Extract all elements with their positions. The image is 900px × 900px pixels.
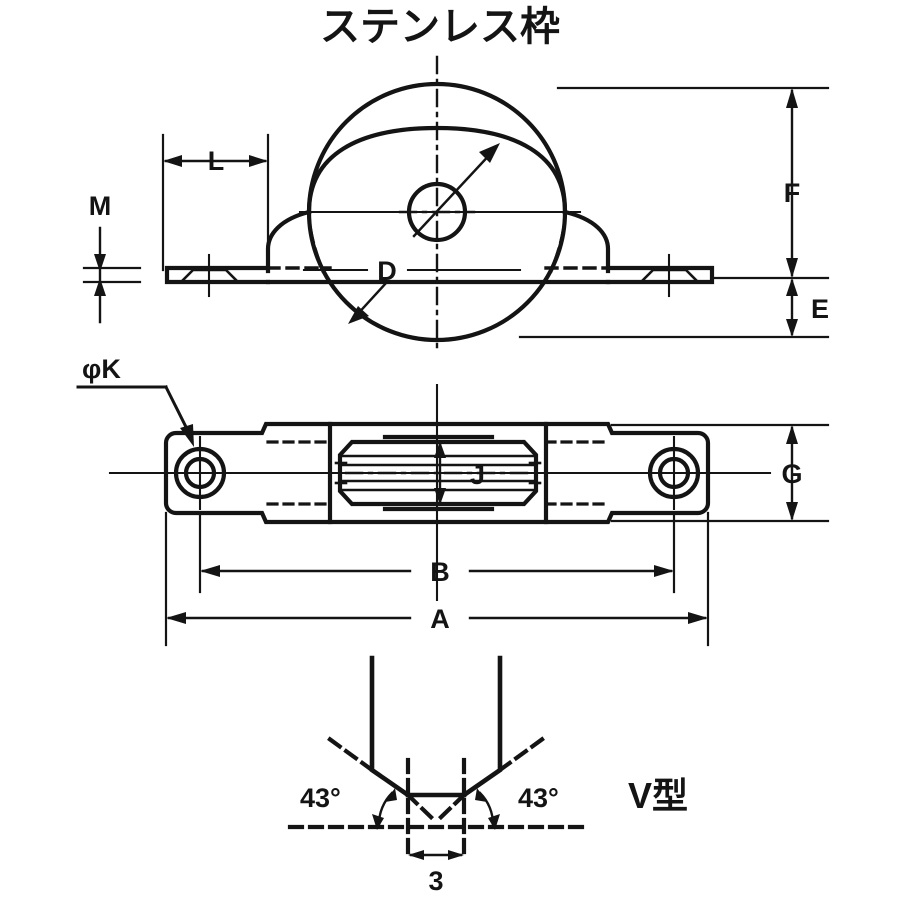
dim-J-arrowhead-bottom [434, 488, 446, 505]
dim-J-arrowhead-top [434, 441, 446, 458]
vgroove-angle-left-arrowhead-top [385, 788, 397, 802]
dim-F-arrowhead-bottom [786, 258, 798, 278]
dim-A-arrowhead-right [688, 612, 708, 624]
dim-A-arrowhead-left [166, 612, 186, 624]
vgroove-left-apex-dash [405, 792, 439, 825]
dim-D-arrowhead [348, 306, 369, 324]
dim-B-arrowhead-right [654, 565, 674, 577]
vgroove-angle-right-arrowhead-bottom [488, 814, 500, 830]
front-elevation-view: M L D F E [82, 55, 830, 354]
base-plate-left-outline [164, 265, 271, 285]
dim-G-arrowhead-bottom [786, 502, 798, 521]
dim-F-arrowhead-top [786, 88, 798, 108]
vgroove-left-angle-reference [321, 732, 375, 773]
wheel-diameter-arrowhead [479, 143, 500, 163]
vgroove-width-arrowhead-right [448, 850, 464, 860]
dim-M-label: M [89, 191, 112, 221]
dim-phiK-leader-diagonal [163, 384, 191, 434]
vgroove-width-label: 3 [428, 866, 443, 896]
dim-M-arrowhead-down [94, 254, 106, 272]
dim-L-arrowhead-left [163, 155, 182, 167]
vgroove-right-flank [460, 655, 503, 799]
dim-L-arrowhead-right [249, 155, 268, 167]
dim-phiK-label: φK [82, 354, 121, 384]
dim-E-label: E [811, 294, 829, 324]
dim-E-arrowhead-bottom [786, 319, 798, 337]
dim-E-arrowhead-top [786, 278, 798, 296]
dim-J-label: J [470, 460, 485, 490]
vgroove-angle-right-arrowhead-top [475, 788, 487, 802]
vgroove-right-angle-reference [497, 732, 551, 773]
dim-L-label: L [208, 146, 225, 176]
frame-right-shoulder [562, 209, 611, 274]
vgroove-angle-right-label: 43° [518, 783, 559, 813]
drawing-title: ステンレス枠 [320, 5, 560, 49]
frame-dome-arc [306, 125, 568, 215]
frame-left-shoulder-hidden [307, 210, 326, 274]
vgroove-type-label: V型 [628, 775, 688, 816]
dim-D-label: D [377, 256, 397, 286]
dim-B-arrowhead-left [200, 565, 220, 577]
vgroove-angle-left-arrowhead-bottom [372, 814, 384, 830]
vgroove-width-arrowhead-left [408, 850, 424, 860]
dim-phiK-arrowhead [180, 424, 194, 447]
dim-G-arrowhead-top [786, 425, 798, 444]
dim-F-label: F [784, 178, 801, 208]
wheel-diameter-arrow-line [412, 148, 496, 238]
frame-left-shoulder [265, 209, 312, 274]
dim-A-label: A [430, 604, 450, 634]
v-groove-detail-view: 43° 43° 3 V型 [287, 655, 688, 896]
dim-B-label: B [430, 557, 450, 587]
vgroove-angle-left-label: 43° [300, 783, 341, 813]
vgroove-right-apex-dash [433, 792, 467, 825]
plan-top-view: φK J G B [76, 354, 830, 647]
dim-M-arrowhead-up [94, 278, 106, 296]
dim-G-label: G [781, 459, 802, 489]
vgroove-left-flank [369, 655, 412, 799]
plan-body-outline [163, 421, 711, 525]
